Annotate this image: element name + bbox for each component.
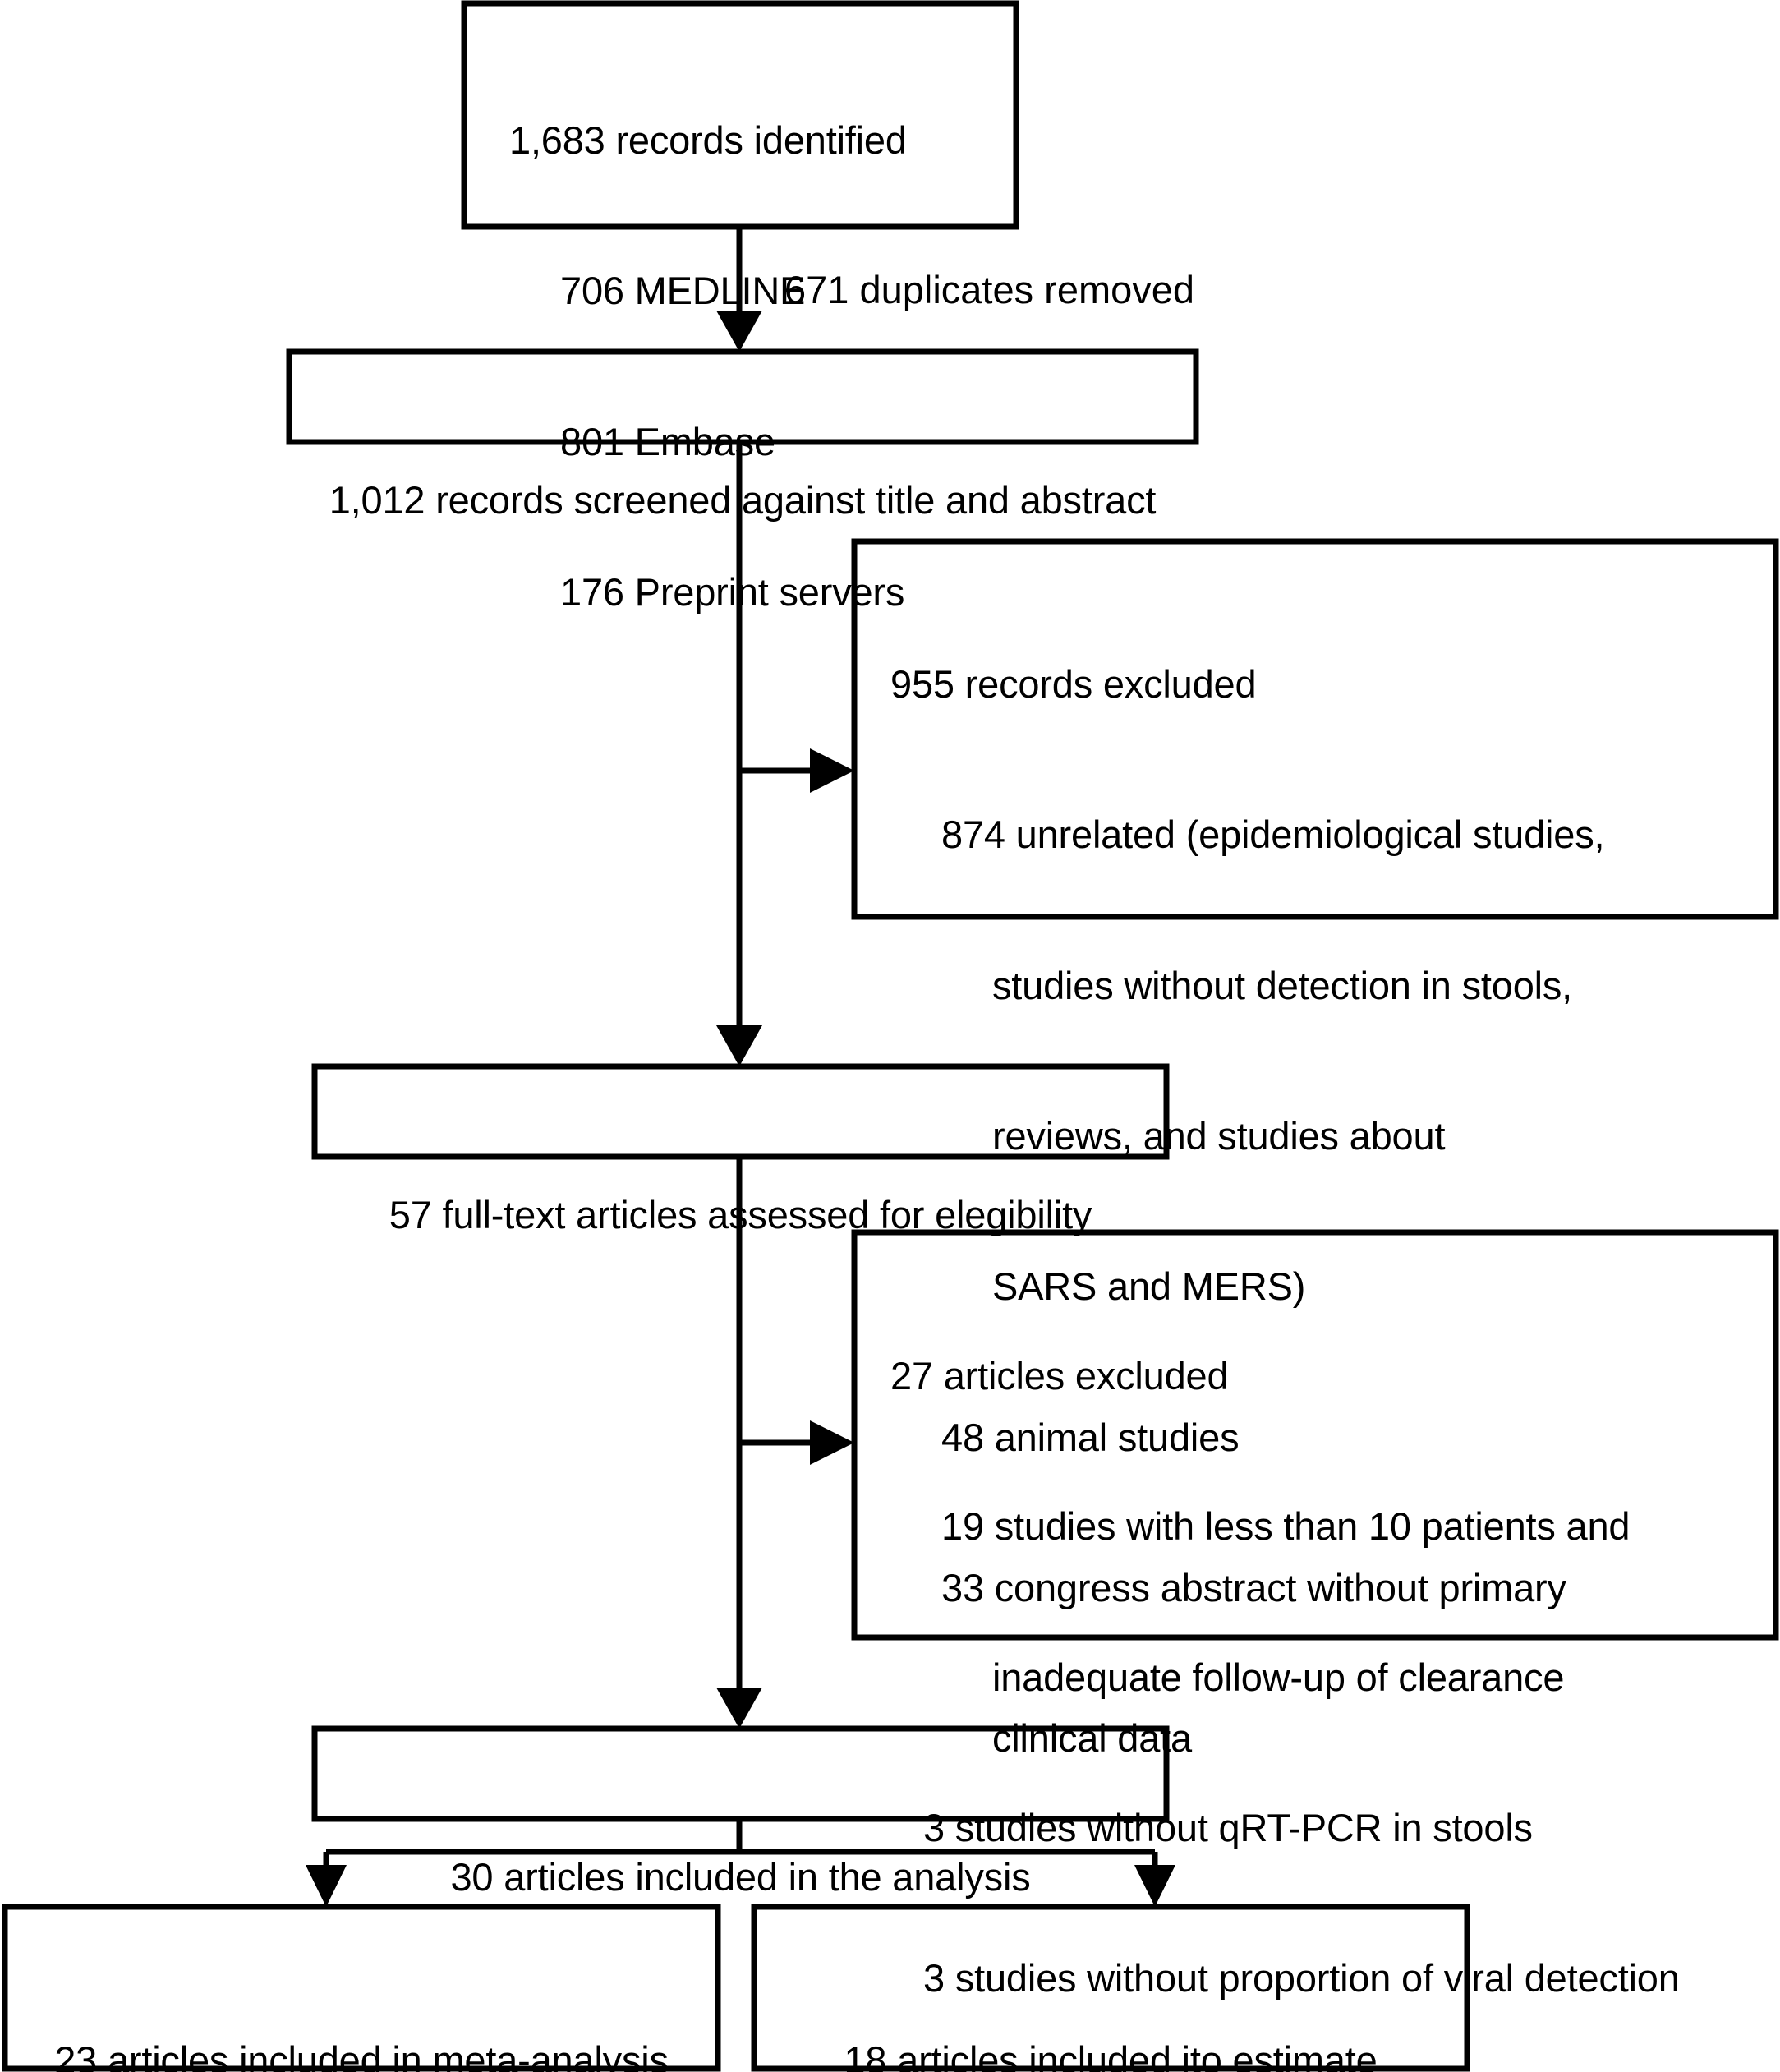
viral-clearance-line-1: 18 articles included ito estimate: [844, 2038, 1378, 2072]
records-identified-box-outline: [461, 0, 1019, 230]
articles-excluded-line-2: 19 studies with less than 10 patients an…: [941, 1504, 1631, 1549]
arrow-head-to-screened: [716, 311, 762, 352]
viral-clearance-box-outline: [751, 1904, 1470, 2072]
records-identified-line-4: 176 Preprint servers: [560, 570, 905, 615]
articles-included-line-1: 30 articles included in the analysis: [450, 1855, 1031, 1899]
full-text-assessed-text: 57 full-text articles assessed for elegi…: [315, 1089, 1166, 1340]
articles-excluded-line-5: 3 studies without proportion of viral de…: [923, 1956, 1680, 2001]
records-excluded-line-6: 48 animal studies: [941, 1415, 1240, 1459]
records-screened-text: 1,012 records screened against title and…: [289, 375, 1196, 625]
articles-included-text: 30 articles included in the analysis: [315, 1752, 1166, 2002]
records-identified-line-1: 1,683 records identified: [509, 118, 907, 163]
records-excluded-line-7: 33 congress abstract without primary: [941, 1565, 1566, 1609]
records-identified-line-2: 706 MEDLINE: [560, 269, 806, 313]
records-identified-line-3: 801 Embase: [560, 419, 775, 463]
records-excluded-line-2: 874 unrelated (epidemiological studies,: [941, 813, 1605, 857]
records-identified-text: 1,683 records identified 706 MEDLINE 801…: [509, 15, 1002, 717]
meta-analysis-line-1: 23 articles included in meta-analysis: [54, 2038, 669, 2072]
arrow-head-to-included: [716, 1688, 762, 1729]
articles-included-box-outline: [311, 1725, 1170, 1822]
records-excluded-box-outline: [851, 538, 1779, 920]
records-excluded-line-8: clinical data: [992, 1716, 1192, 1761]
full-text-assessed-box-outline: [311, 1063, 1170, 1160]
articles-excluded-text: 27 articles excluded 19 studies with les…: [890, 1250, 1769, 2072]
arrow-head-to-eligibility: [716, 1025, 762, 1066]
arrow-head-to-records-excluded: [810, 748, 854, 793]
arrow-head-to-meta-analysis: [306, 1865, 347, 1907]
records-excluded-line-5: SARS and MERS): [992, 1264, 1306, 1309]
articles-excluded-line-3: inadequate follow-up of clearance: [992, 1655, 1565, 1699]
meta-analysis-box-outline: [2, 1904, 721, 2072]
full-text-assessed-line-1: 57 full-text articles assessed for elegi…: [389, 1193, 1092, 1237]
records-excluded-line-1: 955 records excluded: [890, 662, 1257, 707]
records-excluded-line-4: reviews, and studies about: [992, 1114, 1446, 1158]
records-screened-line-1: 1,012 records screened against title and…: [329, 478, 1157, 523]
articles-excluded-line-4: 3 studies without qRT-PCR in stools: [923, 1806, 1533, 1850]
records-excluded-text: 955 records excluded 874 unrelated (epid…: [890, 559, 1769, 1863]
articles-excluded-box-outline: [851, 1229, 1779, 1641]
arrow-head-to-viral-clearance: [1134, 1865, 1175, 1907]
viral-clearance-text: 18 articles included ito estimate viral …: [754, 1935, 1467, 2072]
articles-excluded-line-1: 27 articles excluded: [890, 1354, 1229, 1398]
duplicates-removed-label: 671 duplicates removed: [784, 268, 1195, 311]
meta-analysis-text: 23 articles included in meta-analysis of…: [5, 1935, 718, 2072]
arrow-head-to-articles-excluded: [810, 1420, 854, 1465]
records-screened-box-outline: [286, 348, 1199, 445]
records-excluded-line-3: studies without detection in stools,: [992, 963, 1573, 1007]
